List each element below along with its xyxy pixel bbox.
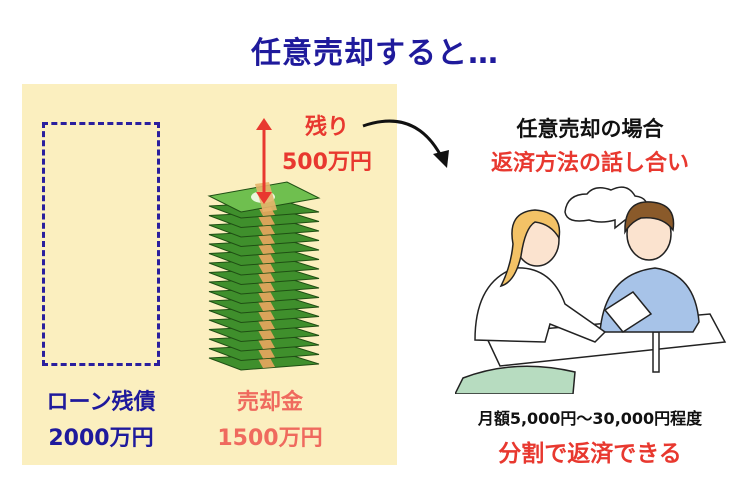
sale-proceeds-amount: 1500万円: [217, 426, 323, 451]
comparison-panel: [22, 84, 397, 465]
installment-repayment-text: 分割で返済できる: [498, 441, 682, 467]
discussion-illustration: [455, 186, 727, 394]
money-stack-layers: [207, 181, 321, 371]
curved-arrow-icon: [362, 119, 449, 168]
loan-balance-dashed-box: [42, 122, 160, 366]
sale-proceeds-label: 売却金: [236, 390, 303, 415]
case-title: 任意売却の場合: [516, 117, 664, 141]
case-subtitle: 返済方法の話し合い: [490, 151, 689, 176]
money-stack-icon: [207, 181, 321, 371]
remainder-amount: 500万円: [282, 150, 372, 175]
loan-balance-label: ローン残債: [46, 390, 156, 415]
remainder-label: 残り: [305, 115, 350, 140]
page-title: 任意売却すると…: [251, 36, 499, 71]
monthly-payment-text: 月額5,000円〜30,000円程度: [477, 409, 703, 428]
difference-arrow-icon: [256, 118, 272, 204]
loan-balance-amount: 2000万円: [48, 426, 154, 451]
